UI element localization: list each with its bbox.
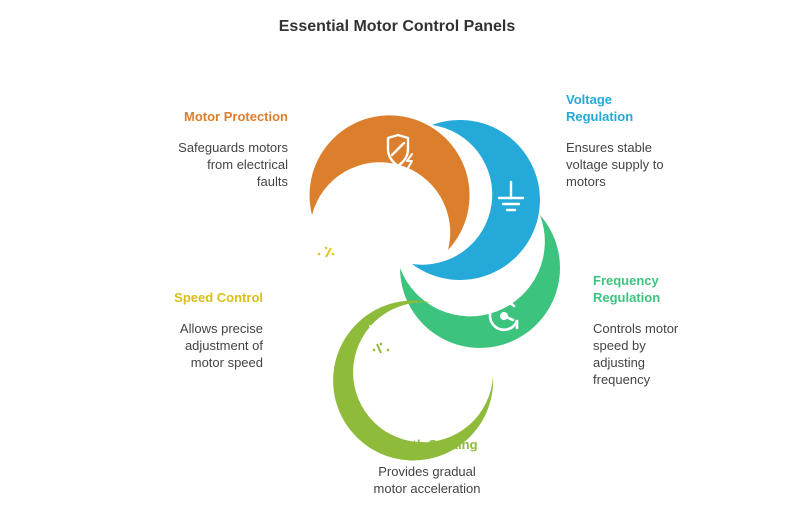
label-motor-protection: Motor Protection Safeguards motors from … (88, 108, 288, 190)
speed-control-description: Allows precise adjustment of motor speed (179, 321, 263, 370)
motor-protection-title: Motor Protection (184, 109, 288, 124)
petal-motor-protection (309, 115, 470, 250)
frequency-regulation-title: Frequency Regulation (593, 273, 661, 305)
label-frequency-regulation: Frequency Regulation Controls motor spee… (593, 272, 703, 388)
frequency-regulation-description: Controls motor speed by adjusting freque… (593, 321, 679, 387)
label-voltage-regulation: Voltage Regulation Ensures stable voltag… (566, 91, 676, 190)
motor-protection-description: Safeguards motors from electrical faults (178, 140, 288, 189)
smooth-starting-description: Provides gradual motor acceleration (373, 464, 481, 496)
circular-gauge-icon (488, 300, 519, 332)
smooth-starting-title: Smooth Starting (376, 437, 478, 452)
label-speed-control: Speed Control Allows precise adjustment … (63, 289, 263, 371)
speedometer-icon-smooth-starting (368, 325, 394, 354)
shield-lightning-icon (386, 133, 413, 169)
speed-control-title: Speed Control (174, 290, 263, 305)
label-smooth-starting: Smooth Starting Provides gradual motor a… (337, 436, 517, 497)
speedometer-icon-speed-control (313, 234, 345, 258)
voltage-regulation-title: Voltage Regulation (566, 92, 634, 124)
ground-symbol-icon (497, 180, 525, 212)
diagram-title: Essential Motor Control Panels (278, 18, 516, 35)
voltage-regulation-description: Ensures stable voltage supply to motors (566, 140, 664, 189)
petal-voltage-regulation (412, 119, 540, 280)
petal-frequency-regulation (400, 215, 560, 348)
